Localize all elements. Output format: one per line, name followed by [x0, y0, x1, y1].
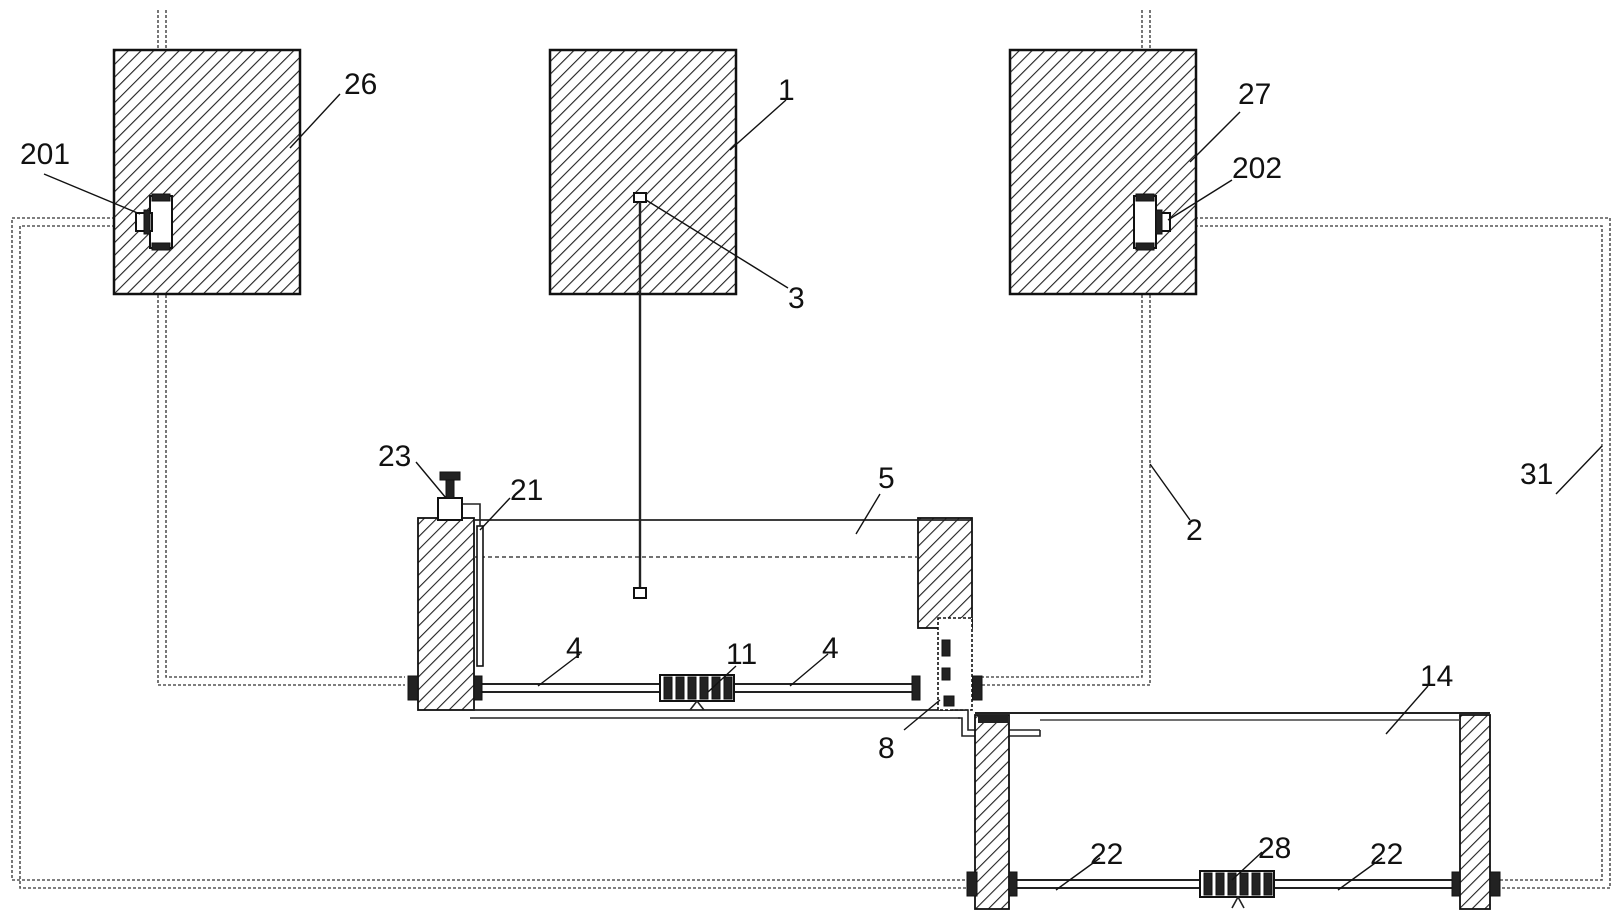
tank-5-right-wall: [917, 517, 973, 629]
bearing-14-right: [1489, 871, 1501, 897]
device-8: [937, 617, 1041, 737]
label-26: 26: [344, 68, 377, 101]
box-26: [112, 48, 302, 296]
label-4-left: 4: [566, 632, 583, 665]
tank-14: [966, 712, 1501, 910]
tank-14-left-wall: [974, 714, 1010, 910]
leader-lines: [43, 93, 1603, 891]
pipe-31: [11, 217, 975, 889]
label-14: 14: [1420, 660, 1453, 693]
tank-14-right-wall: [1459, 714, 1491, 910]
pipe-31-right: [1180, 217, 1611, 889]
label-28: 28: [1258, 832, 1291, 865]
label-202: 202: [1232, 152, 1282, 185]
bearing-left: [407, 675, 419, 701]
bearing-14-left: [966, 871, 978, 897]
label-2: 2: [1186, 514, 1203, 547]
label-201: 201: [20, 138, 70, 171]
label-22-left: 22: [1090, 838, 1123, 871]
level-tube-21: [476, 525, 484, 667]
label-23: 23: [378, 440, 411, 473]
valve-23: [437, 471, 463, 521]
label-11: 11: [726, 638, 757, 671]
sensor-3: [633, 192, 647, 203]
label-31: 31: [1520, 458, 1553, 491]
label-4-right: 4: [822, 632, 839, 665]
label-3: 3: [788, 282, 805, 315]
label-27: 27: [1238, 78, 1271, 111]
coupling-28: [1199, 870, 1275, 909]
label-8: 8: [878, 732, 895, 765]
box-27: [1008, 48, 1198, 296]
label-21: 21: [510, 474, 543, 507]
pipe-network: [11, 10, 1611, 889]
valve-202: [1133, 193, 1171, 251]
bearing-right: [971, 675, 983, 701]
tank-5: [407, 471, 1041, 737]
box-1: [548, 48, 738, 599]
coupling-11: [659, 674, 735, 711]
label-1: 1: [778, 74, 795, 107]
tank-5-left-wall: [417, 517, 475, 711]
labels: 26 201 1 3 27 202 23 21 5 2 31 4 11 4 14…: [20, 68, 1553, 871]
probe-tip: [633, 587, 647, 599]
valve-201: [135, 193, 173, 251]
label-5: 5: [878, 462, 895, 495]
label-22-right: 22: [1370, 838, 1403, 871]
